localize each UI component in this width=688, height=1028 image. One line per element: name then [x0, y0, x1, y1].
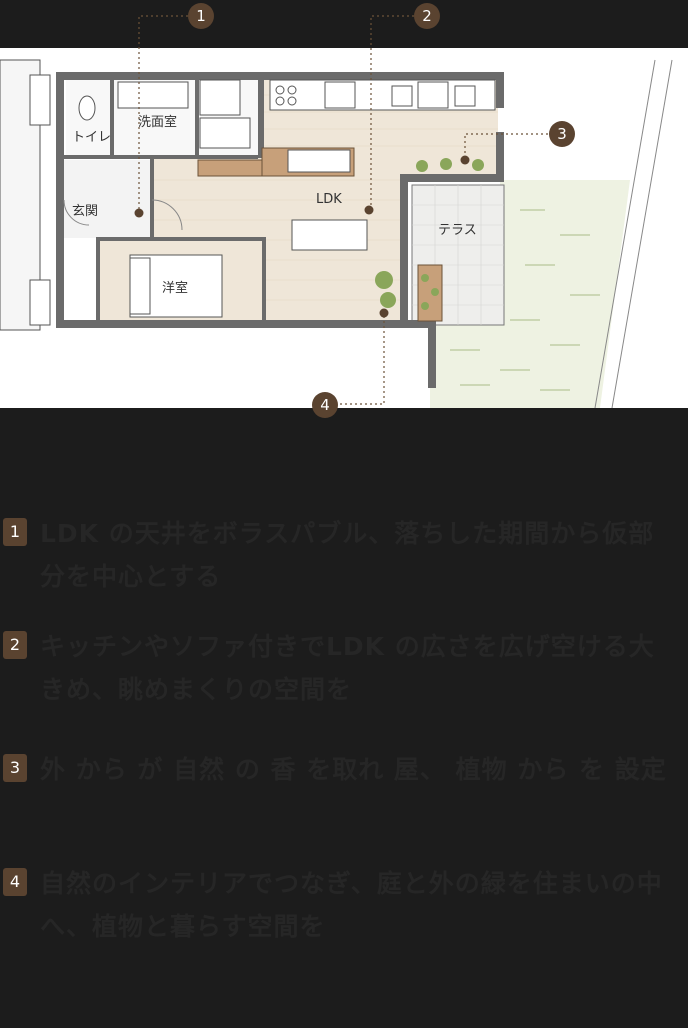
point-text: 自然のインテリアでつなぎ、庭と外の緑を住まいの中へ、植物と暮らす空間を — [40, 869, 663, 941]
room-label-bedroom: 洋室 — [162, 280, 188, 296]
room-label-washroom: 洗面室 — [138, 114, 177, 130]
bathtub — [199, 79, 241, 116]
marker-1: 1 — [188, 3, 214, 29]
stove-burner — [275, 85, 285, 95]
chair — [454, 85, 476, 107]
room-label-toilet: トイレ — [72, 130, 111, 145]
point-number: 4 — [3, 868, 27, 896]
neighbor-door — [29, 74, 51, 126]
marker-dot — [460, 155, 470, 165]
washbasin — [117, 81, 189, 109]
sink — [287, 149, 351, 173]
fridge — [324, 81, 356, 109]
sofa — [291, 219, 368, 251]
plant — [421, 302, 429, 310]
plant — [421, 274, 429, 282]
plant — [375, 271, 393, 289]
stove-burner — [287, 85, 297, 95]
point-number: 2 — [3, 631, 27, 659]
plant — [440, 158, 452, 170]
plant — [472, 159, 484, 171]
door-swing — [151, 199, 183, 231]
point-number: 1 — [3, 518, 27, 546]
cabinet — [417, 81, 449, 109]
point-text: 外 から が 自然 の 香 を取れ 屋、 植物 から を 設定 — [40, 755, 667, 784]
marker-dot — [134, 208, 144, 218]
point-text: キッチンやソファ付きでLDK の広さを広げ空ける大きめ、眺めまくりの空間を — [40, 632, 655, 704]
stove-burner — [287, 96, 297, 106]
top-band — [0, 0, 688, 48]
boundary-line — [594, 59, 656, 408]
point-text: LDK の天井をボラスパブル、落ちした期間から仮部分を中心とする — [40, 519, 655, 591]
grass-strokes — [450, 209, 600, 391]
entrance-floor — [60, 160, 152, 238]
marker-dot — [364, 205, 374, 215]
room-label-entrance: 玄関 — [72, 204, 98, 219]
point-number: 3 — [3, 754, 27, 782]
stove-burner — [275, 96, 285, 106]
chair — [391, 85, 413, 107]
room-label-ldk: LDK — [316, 192, 342, 207]
leader-lines — [138, 15, 548, 405]
door-swing — [63, 199, 90, 226]
floor-plan-drawing: 洗面室 トイレ 玄関 LDK 洋室 テラス — [0, 0, 688, 408]
room-label-terrace: テラス — [438, 223, 477, 238]
marker-2: 2 — [414, 3, 440, 29]
plant — [416, 160, 428, 172]
counter-shelf — [197, 159, 263, 177]
marker-3: 3 — [549, 121, 575, 147]
bath-area — [199, 117, 251, 149]
toilet-fixture — [78, 95, 96, 121]
plant — [431, 288, 439, 296]
boundary-line — [611, 59, 673, 408]
plant — [380, 292, 396, 308]
garden-area — [430, 180, 630, 408]
walls — [56, 72, 504, 388]
marker-dot — [379, 308, 389, 318]
neighbor-door — [29, 279, 51, 326]
marker-4: 4 — [312, 392, 338, 418]
floor-plan: 洗面室 トイレ 玄関 LDK 洋室 テラス 1 2 3 4 — [0, 0, 688, 418]
pillow — [129, 257, 151, 315]
